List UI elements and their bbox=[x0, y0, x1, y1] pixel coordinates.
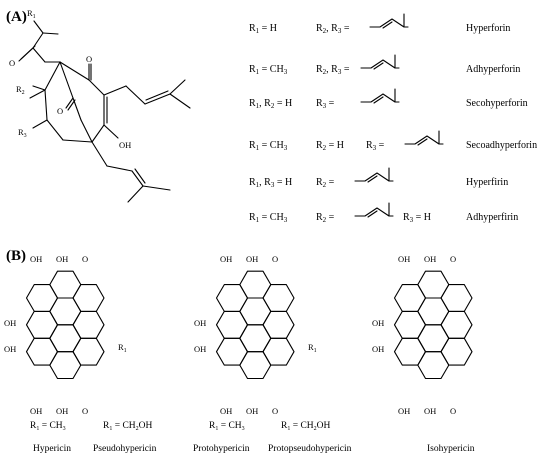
substituent-table: R1 = H R2, R3 = Hyperforin R1 = CH3 R2, R3 =… bbox=[249, 13, 537, 224]
row-5-r-first: R1 = CH3 bbox=[249, 212, 288, 224]
row-1-r-second: R2, R3 = bbox=[316, 64, 350, 76]
oh-bottom-left-label: OH bbox=[220, 406, 232, 416]
oh-left-label: OH bbox=[194, 318, 206, 328]
row-4-compound-name: Hyperfirin bbox=[466, 177, 508, 188]
oh-top-mid-label: OH bbox=[56, 254, 68, 264]
oh-bottom-mid-label: OH bbox=[56, 406, 68, 416]
panel-b-label: (B) bbox=[6, 248, 26, 264]
o-bridge-label: O bbox=[57, 106, 63, 116]
row-1-compound-name: Adhyperforin bbox=[466, 64, 520, 75]
o-top-right-label: O bbox=[82, 254, 88, 264]
o-top-right-label: O bbox=[272, 254, 278, 264]
caption-isohypericin: Isohypericin bbox=[427, 444, 475, 454]
row-5-r-third: R3 = H bbox=[403, 212, 431, 224]
r1-label: R1 bbox=[27, 8, 36, 20]
row-0-r-second: R2, R3 = bbox=[316, 23, 350, 35]
oh-bottom-left-label: OH bbox=[30, 406, 42, 416]
o-bottom-right-label: O bbox=[272, 406, 278, 416]
oh-left-lower-label: OH bbox=[4, 344, 16, 354]
row-5-r-second: R2 = bbox=[316, 212, 335, 224]
row-0-compound-name: Hyperforin bbox=[466, 23, 510, 34]
hypericin-r1-ch3: R1 = CH3 bbox=[30, 421, 66, 432]
r1-substituent-label: R1 bbox=[118, 342, 127, 354]
prenyl-chain-icon bbox=[404, 135, 444, 145]
o-bottom-right-label: O bbox=[450, 406, 456, 416]
protohypericin-structure: OH OH O OH OH OH OH O R1 bbox=[194, 254, 317, 416]
hypericin-structure: OH OH O OH OH OH OH O R1 bbox=[4, 254, 127, 416]
oh-top-mid-label: OH bbox=[424, 254, 436, 264]
oh-left-label: OH bbox=[372, 318, 384, 328]
oh-left-lower-label: OH bbox=[194, 344, 206, 354]
r3-label: R3 bbox=[18, 127, 27, 139]
prenyl-chain-icon bbox=[354, 207, 394, 217]
protohypericin-r1-ch3: R1 = CH3 bbox=[209, 421, 245, 432]
protopseudohypericin-r1-ch2oh: R1 = CH2OH bbox=[281, 421, 331, 432]
row-0-r-first: R1 = H bbox=[249, 23, 277, 35]
isohypericin-structure: OH OH O OH OH OH OH O bbox=[372, 254, 473, 416]
row-2-r-second: R3 = bbox=[316, 98, 335, 110]
prenyl-chain-icon bbox=[360, 59, 400, 69]
caption-pseudohypericin: Pseudohypericin bbox=[93, 444, 157, 454]
caption-hypericin: Hypericin bbox=[33, 444, 71, 454]
oh-left-lower-label: OH bbox=[372, 344, 384, 354]
prenyl-chain-icon bbox=[360, 93, 400, 103]
prenyl-chain-icon bbox=[354, 172, 394, 182]
oh-bottom-mid-label: OH bbox=[424, 406, 436, 416]
oh-top-left-label: OH bbox=[220, 254, 232, 264]
pseudohypericin-r1-ch2oh: R1 = CH2OH bbox=[103, 421, 153, 432]
oh-label: OH bbox=[119, 140, 131, 150]
row-1-r-first: R1 = CH3 bbox=[249, 64, 288, 76]
caption-protopseudohypericin: Protopseudohypericin bbox=[268, 444, 352, 454]
row-3-compound-name: Secoadhyperforin bbox=[466, 140, 537, 151]
row-2-r-first: R1, R2 = H bbox=[249, 98, 292, 110]
prenyl-chain-icon bbox=[369, 18, 409, 28]
oh-left-label: OH bbox=[4, 318, 16, 328]
row-4-r-second: R2 = bbox=[316, 177, 335, 189]
o-left-label: O bbox=[9, 58, 15, 68]
oh-bottom-left-label: OH bbox=[398, 406, 410, 416]
row-4-r-first: R1, R3 = H bbox=[249, 177, 292, 189]
o-bottom-right-label: O bbox=[82, 406, 88, 416]
o-top-right-label: O bbox=[450, 254, 456, 264]
oh-bottom-mid-label: OH bbox=[246, 406, 258, 416]
row-3-r-first: R1 = CH3 bbox=[249, 140, 288, 152]
o-top-label: O bbox=[86, 54, 92, 64]
row-5-compound-name: Adhyperfirin bbox=[466, 212, 518, 223]
row-3-r-second: R2 = H bbox=[316, 140, 344, 152]
row-2-compound-name: Secohyperforin bbox=[466, 98, 528, 109]
caption-protohypericin: Protohypericin bbox=[193, 444, 250, 454]
row-3-r-third: R3 = bbox=[366, 140, 385, 152]
oh-top-left-label: OH bbox=[30, 254, 42, 264]
oh-top-mid-label: OH bbox=[246, 254, 258, 264]
r2-label: R2 bbox=[16, 84, 25, 96]
oh-top-left-label: OH bbox=[398, 254, 410, 264]
hyperforin-core-structure bbox=[18, 20, 191, 203]
r1-substituent-label: R1 bbox=[308, 342, 317, 354]
panel-a-label: (A) bbox=[6, 9, 27, 25]
